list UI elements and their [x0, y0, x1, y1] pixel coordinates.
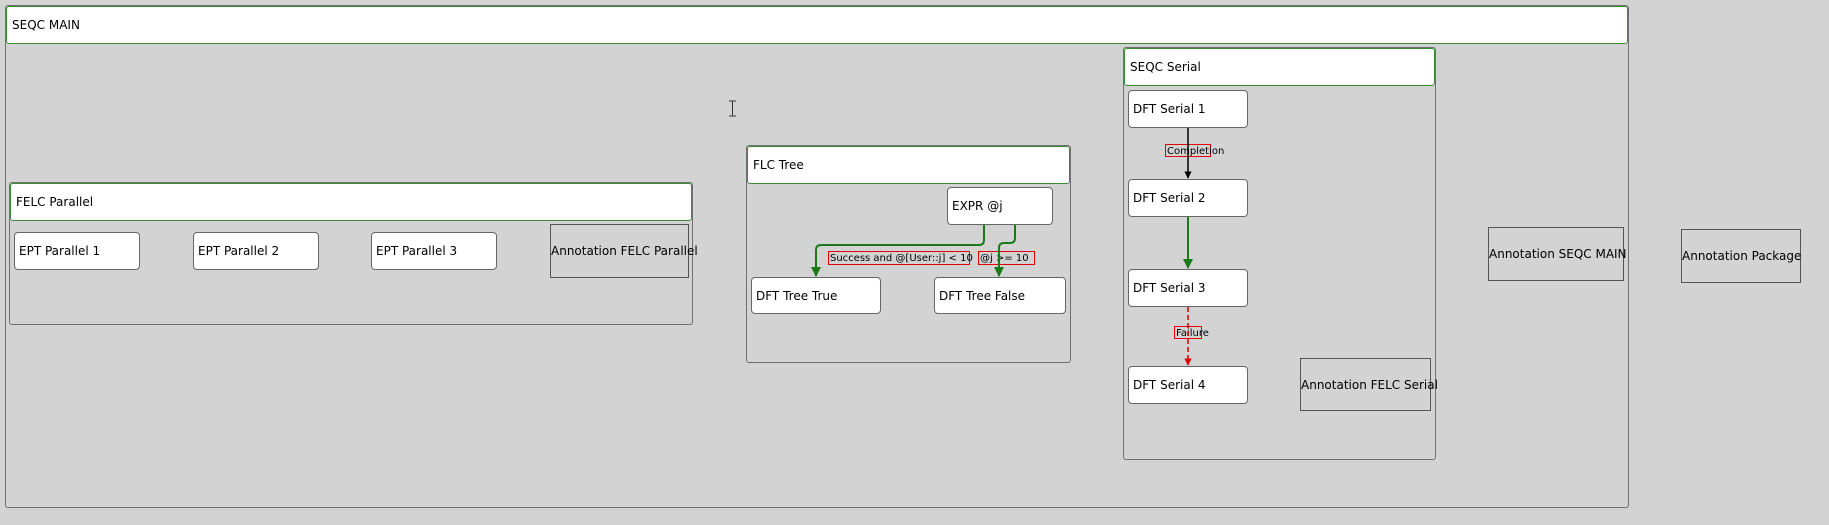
dft-serial-3-task[interactable]: DFT Serial 3 — [1128, 269, 1248, 307]
dft-tree-true-label: DFT Tree True — [756, 288, 838, 303]
annotation-seqc-main[interactable]: Annotation SEQC MAIN — [1488, 227, 1627, 281]
seqc-serial-container[interactable]: SEQC Serial — [1123, 47, 1436, 460]
seqc-serial-title: SEQC Serial — [1130, 60, 1201, 74]
ept-parallel-1-task[interactable]: EPT Parallel 1 — [14, 232, 140, 270]
annotation-felc-parallel-text: Annotation FELC Parallel — [551, 244, 698, 258]
ept-parallel-1-label: EPT Parallel 1 — [19, 244, 101, 258]
dft-tree-false-task[interactable]: DFT Tree False — [934, 277, 1066, 314]
connector-label-tree-true[interactable]: Success and @[User::j] < 10 — [828, 251, 973, 265]
seqc-main-title: SEQC MAIN — [12, 18, 80, 32]
dft-serial-2-label: DFT Serial 2 — [1133, 191, 1206, 205]
annotation-felc-serial-text: Annotation FELC Serial — [1301, 377, 1438, 392]
expr-j-task[interactable]: EXPR @j — [947, 187, 1053, 225]
flc-tree-header[interactable]: FLC Tree — [747, 146, 1070, 184]
felc-parallel-title: FELC Parallel — [16, 195, 94, 209]
annotation-seqc-main-text: Annotation SEQC MAIN — [1489, 247, 1627, 261]
dft-serial-3-label: DFT Serial 3 — [1133, 281, 1206, 295]
seqc-serial-header[interactable]: SEQC Serial — [1124, 48, 1435, 86]
felc-parallel-header[interactable]: FELC Parallel — [10, 183, 692, 221]
dft-serial-4-label: DFT Serial 4 — [1133, 378, 1206, 392]
connector-label-failure[interactable]: Failure — [1174, 326, 1209, 339]
expr-j-label: EXPR @j — [952, 199, 1003, 213]
dft-serial-1-label: DFT Serial 1 — [1133, 102, 1206, 116]
ept-parallel-3-task[interactable]: EPT Parallel 3 — [371, 232, 497, 270]
dft-serial-2-task[interactable]: DFT Serial 2 — [1128, 179, 1248, 217]
felc-parallel-container[interactable]: FELC Parallel — [9, 182, 693, 325]
annotation-package[interactable]: Annotation Package — [1681, 229, 1801, 283]
annotation-package-text: Annotation Package — [1682, 249, 1802, 263]
ept-parallel-2-task[interactable]: EPT Parallel 2 — [193, 232, 319, 270]
annotation-felc-parallel[interactable]: Annotation FELC Parallel — [550, 224, 698, 278]
text-cursor-icon — [729, 100, 736, 117]
connector-label-tree-false[interactable]: @j >= 10 — [978, 251, 1035, 265]
dft-tree-true-task[interactable]: DFT Tree True — [751, 277, 881, 314]
annotation-felc-serial[interactable]: Annotation FELC Serial — [1300, 358, 1438, 411]
flc-tree-title: FLC Tree — [753, 158, 804, 172]
dft-serial-1-task[interactable]: DFT Serial 1 — [1128, 90, 1248, 128]
dft-serial-4-task[interactable]: DFT Serial 4 — [1128, 366, 1248, 404]
ept-parallel-3-label: EPT Parallel 3 — [376, 244, 458, 258]
seqc-main-container[interactable]: SEQC MAIN — [5, 5, 1629, 508]
ept-parallel-2-label: EPT Parallel 2 — [198, 244, 280, 258]
flc-tree-container[interactable]: FLC Tree — [746, 145, 1071, 363]
dft-tree-false-label: DFT Tree False — [939, 288, 1026, 303]
seqc-main-header[interactable]: SEQC MAIN — [6, 6, 1628, 44]
connector-label-completion[interactable]: Completion — [1165, 144, 1225, 157]
